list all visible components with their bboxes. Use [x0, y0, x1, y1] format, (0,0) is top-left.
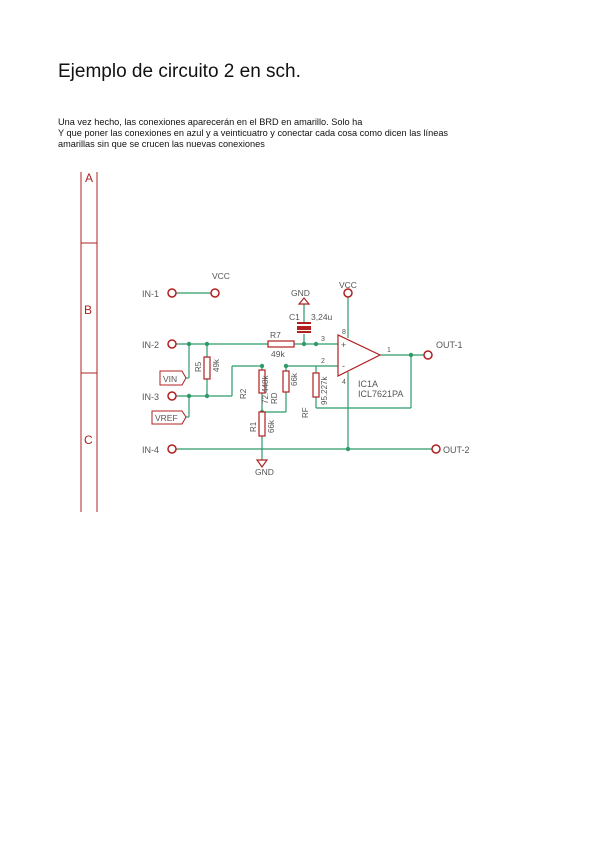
- r5-name-label: R5: [194, 361, 203, 372]
- port-in3-label: IN-3: [142, 392, 159, 402]
- frame-row-b: B: [84, 303, 92, 317]
- paragraph-line-2: Y que poner las conexiones en azul y a v…: [58, 128, 449, 138]
- capacitor-c1-body: [297, 326, 311, 330]
- frame-row-c: C: [84, 433, 93, 447]
- port-in2-connector: [167, 339, 177, 349]
- port-in1-label: IN-1: [142, 289, 159, 299]
- gnd-bottom-label: GND: [255, 467, 274, 477]
- port-out1-label: OUT-1: [436, 340, 463, 350]
- page-title: Ejemplo de circuito 2 en sch.: [58, 61, 301, 82]
- rf-value-label: 95.227k: [320, 376, 329, 405]
- drawing-frame: [80, 172, 98, 512]
- pin-2-label: 2: [321, 358, 325, 365]
- capacitor-c1: [297, 322, 311, 333]
- resistor-rd: [282, 370, 290, 393]
- port-out2-connector: [431, 444, 441, 454]
- flag-vin-label: VIN: [163, 374, 177, 384]
- vcc-right-label: VCC: [339, 280, 357, 290]
- r1-value-label: 66k: [267, 419, 276, 433]
- opamp-name-label: IC1A: [358, 379, 378, 389]
- instruction-paragraph: Una vez hecho, las conexiones aparecerán…: [58, 117, 558, 150]
- r1-name-label: R1: [249, 421, 258, 432]
- resistor-r5: [203, 356, 211, 380]
- rd-value-label: 66k: [290, 372, 299, 386]
- r7-name-label: R7: [270, 330, 281, 340]
- pin-minus-label: -: [342, 361, 345, 371]
- gnd-symbols: [255, 297, 311, 469]
- r2-name-label: R2: [239, 388, 248, 399]
- r5-value-label: 49k: [212, 358, 221, 372]
- resistor-r7: [267, 340, 295, 348]
- vcc-right-connector: [343, 288, 353, 298]
- resistor-r2: [258, 369, 266, 394]
- flag-vref-label: VREF: [155, 413, 178, 423]
- opamp-part-label: ICL7621PA: [358, 389, 403, 399]
- r2-value-label: 72.448k: [261, 375, 270, 404]
- port-in4-label: IN-4: [142, 445, 159, 455]
- flag-vref-shape: [151, 410, 187, 425]
- pin-4-label: 4: [342, 379, 346, 386]
- wires: [176, 292, 432, 460]
- port-in3-connector: [167, 391, 177, 401]
- vcc-left-connector: [210, 288, 220, 298]
- c1-name-label: C1: [289, 312, 300, 322]
- pin-3-label: 3: [321, 336, 325, 343]
- pin-1-label: 1: [387, 347, 391, 354]
- vcc-left-label: VCC: [212, 271, 230, 281]
- port-out2-label: OUT-2: [443, 445, 470, 455]
- pin-8-label: 8: [342, 329, 346, 336]
- port-out1-connector: [423, 350, 433, 360]
- resistor-r1: [258, 411, 266, 437]
- port-connectors: [167, 288, 441, 454]
- gnd-top-label: GND: [291, 288, 310, 298]
- port-in2-label: IN-2: [142, 340, 159, 350]
- opamp-ic1a: [337, 334, 382, 377]
- rd-name-label: RD: [270, 392, 279, 404]
- port-in4-connector: [167, 444, 177, 454]
- resistors: [203, 340, 320, 437]
- net-flags: [151, 370, 187, 425]
- port-in1-connector: [167, 288, 177, 298]
- flag-vin-shape: [159, 370, 187, 386]
- paragraph-line-1: Una vez hecho, las conexiones aparecerán…: [58, 117, 363, 127]
- c1-value-label: 3,24u: [311, 312, 333, 322]
- r7-value-label: 49k: [271, 349, 285, 359]
- paragraph-line-3: amarillas sin que se crucen las nuevas c…: [58, 139, 265, 149]
- resistor-rf: [312, 372, 320, 398]
- rf-name-label: RF: [301, 407, 310, 418]
- frame-row-a: A: [85, 171, 93, 185]
- pin-plus-label: +: [341, 340, 346, 350]
